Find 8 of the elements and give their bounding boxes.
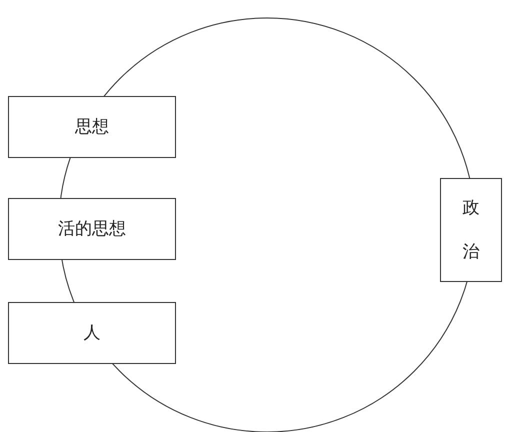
text-box [440,178,502,282]
text-box [8,96,176,158]
text-box [8,198,176,260]
box-label: 活的思想 [58,218,126,240]
box-label: 思想 [75,116,109,138]
box-label: 政治 [462,196,480,263]
box-label: 人 [84,322,100,344]
text-box [8,302,176,364]
